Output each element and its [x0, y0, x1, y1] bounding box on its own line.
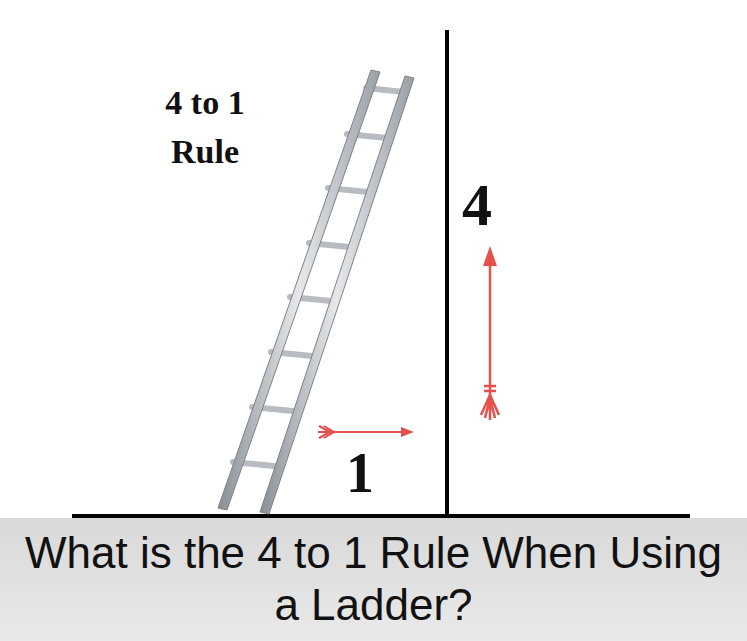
wall-line [445, 30, 449, 516]
base-number: 1 [335, 443, 385, 505]
base-arrow [318, 426, 414, 438]
rule-heading: 4 to 1 Rule [135, 78, 275, 177]
height-number: 4 [452, 172, 502, 238]
caption-title: What is the 4 to 1 Rule When Using a Lad… [24, 527, 723, 631]
ladder-rails [218, 70, 414, 514]
height-arrow [481, 246, 499, 420]
ground-line [72, 514, 690, 518]
